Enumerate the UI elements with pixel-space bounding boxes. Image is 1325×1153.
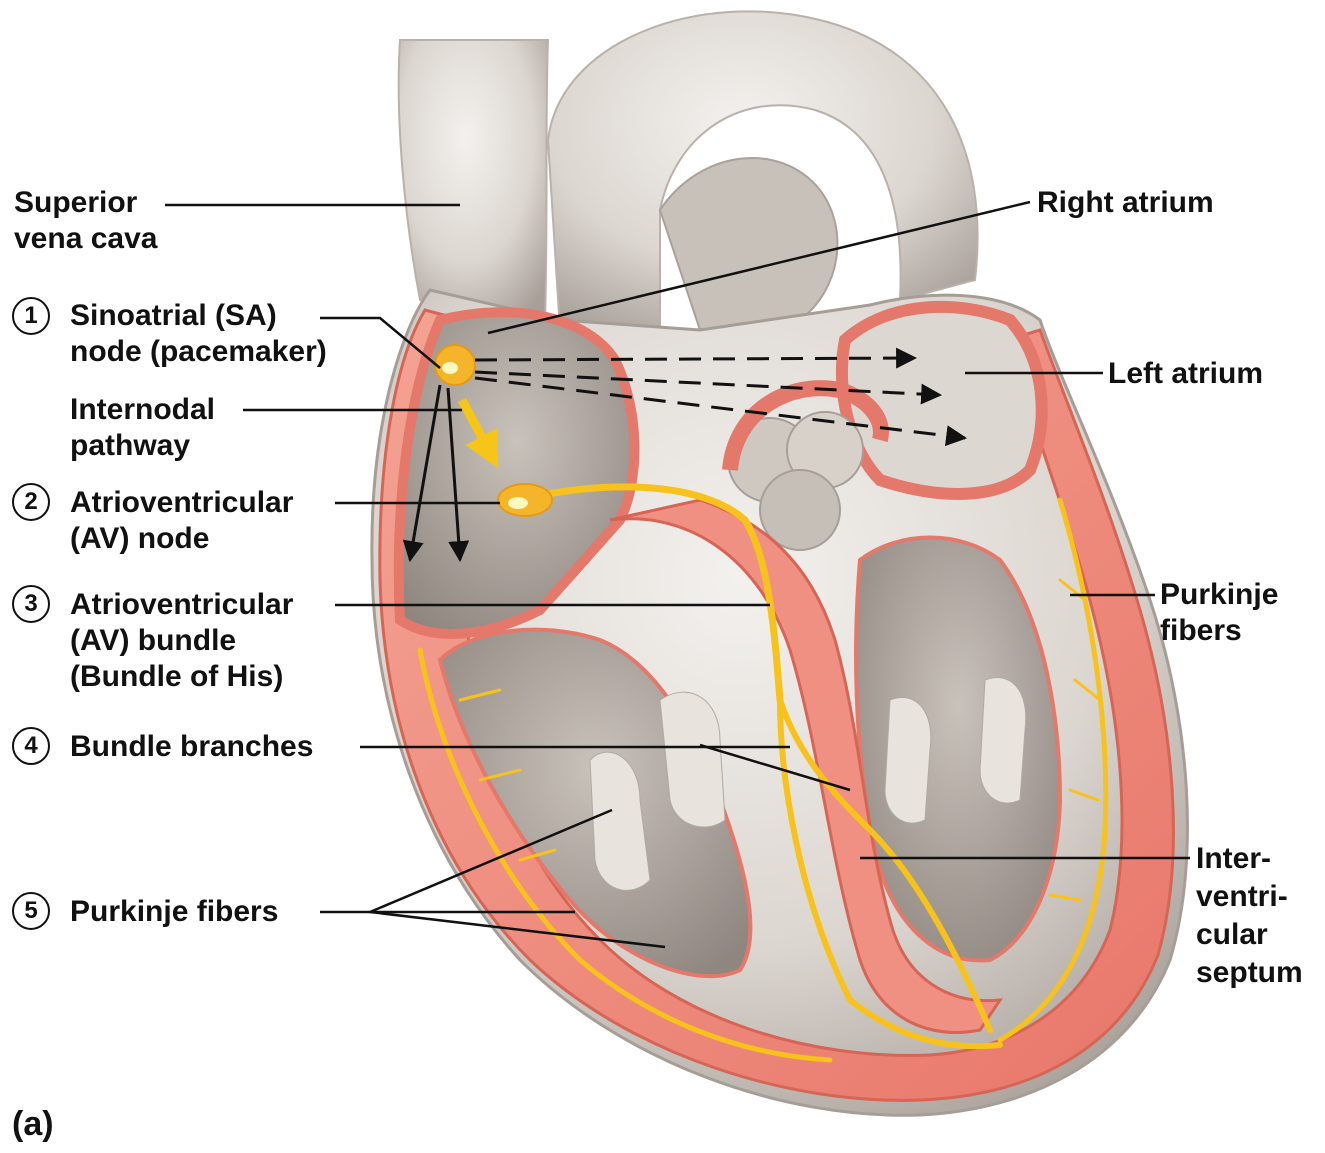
label-superior-vena-cava: Superior vena cava [14,185,157,257]
label-av-node: Atrioventricular (AV) node [70,485,293,557]
label-line: septum [1196,954,1303,992]
pulmonary-trunk [660,158,837,330]
label-line: ventri- [1196,878,1303,916]
superior-vena-cava-vessel [399,40,548,320]
label-left-atrium: Left atrium [1108,356,1263,392]
label-line: (Bundle of His) [70,659,293,695]
label-line: cular [1196,916,1303,954]
label-line: Atrioventricular [70,485,293,521]
step-3-number: 3 [12,585,50,623]
label-av-bundle: Atrioventricular (AV) bundle (Bundle of … [70,587,293,695]
label-internodal-pathway: Internodal pathway [70,392,215,464]
label-line: (AV) node [70,521,293,557]
label-line: node (pacemaker) [70,334,327,370]
label-line: Inter- [1196,840,1303,878]
label-line: Superior [14,185,157,221]
label-purkinje-fibers-right: Purkinje fibers [1160,577,1278,649]
label-line: Left atrium [1108,356,1263,392]
label-line: fibers [1160,613,1278,649]
step-1-number: 1 [12,297,50,335]
step-2-number: 2 [12,483,50,521]
label-bundle-branches: Bundle branches [70,729,313,765]
panel-label: (a) [12,1105,54,1144]
label-line: (AV) bundle [70,623,293,659]
label-line: Sinoatrial (SA) [70,298,327,334]
step-4-number: 4 [12,727,50,765]
label-line: Right atrium [1037,185,1214,221]
label-interventricular-septum: Inter- ventri- cular septum [1196,840,1303,992]
label-line: vena cava [14,221,157,257]
label-line: Purkinje fibers [70,894,278,930]
label-line: Internodal [70,392,215,428]
label-right-atrium: Right atrium [1037,185,1214,221]
label-line: Purkinje [1160,577,1278,613]
label-sa-node: Sinoatrial (SA) node (pacemaker) [70,298,327,370]
label-line: pathway [70,428,215,464]
label-purkinje-fibers-left: Purkinje fibers [70,894,278,930]
step-5-number: 5 [12,892,50,930]
label-line: Atrioventricular [70,587,293,623]
label-line: Bundle branches [70,729,313,765]
